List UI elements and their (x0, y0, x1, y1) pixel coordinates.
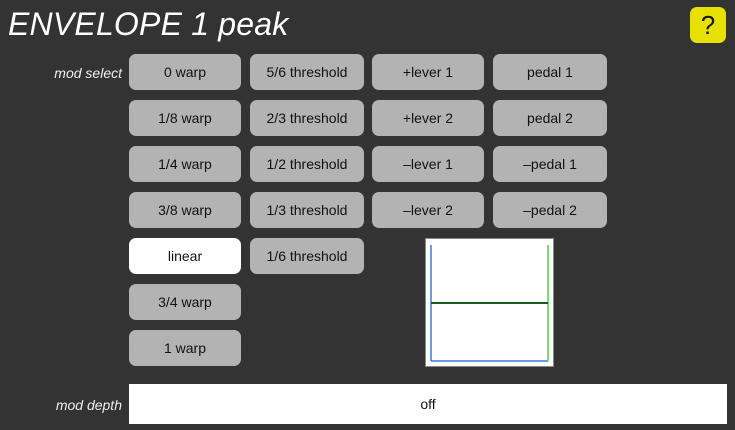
linear-button[interactable]: linear (129, 238, 241, 274)
mod-depth-field[interactable]: off (129, 384, 727, 424)
minus-lever-2-button[interactable]: –lever 2 (372, 192, 484, 228)
threshold-5-6-button[interactable]: 5/6 threshold (250, 54, 364, 90)
threshold-2-3-button[interactable]: 2/3 threshold (250, 100, 364, 136)
warp-3-8-button[interactable]: 3/8 warp (129, 192, 241, 228)
warp-3-4-button[interactable]: 3/4 warp (129, 284, 241, 320)
help-button[interactable]: ? (690, 7, 726, 43)
plus-lever-1-button[interactable]: +lever 1 (372, 54, 484, 90)
page-title: ENVELOPE 1 peak (8, 6, 289, 42)
mod-curve-preview (425, 238, 554, 367)
warp-1-8-button[interactable]: 1/8 warp (129, 100, 241, 136)
pedal-1-button[interactable]: pedal 1 (493, 54, 607, 90)
threshold-1-2-button[interactable]: 1/2 threshold (250, 146, 364, 182)
minus-pedal-1-button[interactable]: –pedal 1 (493, 146, 607, 182)
warp-0-button[interactable]: 0 warp (129, 54, 241, 90)
warp-1-4-button[interactable]: 1/4 warp (129, 146, 241, 182)
minus-lever-1-button[interactable]: –lever 1 (372, 146, 484, 182)
threshold-1-3-button[interactable]: 1/3 threshold (250, 192, 364, 228)
pedal-2-button[interactable]: pedal 2 (493, 100, 607, 136)
mod-depth-label: mod depth (55, 397, 122, 413)
mod-select-label: mod select (54, 65, 122, 81)
threshold-1-6-button[interactable]: 1/6 threshold (250, 238, 364, 274)
mod-curve-graphic (430, 245, 549, 362)
minus-pedal-2-button[interactable]: –pedal 2 (493, 192, 607, 228)
plus-lever-2-button[interactable]: +lever 2 (372, 100, 484, 136)
warp-1-button[interactable]: 1 warp (129, 330, 241, 366)
